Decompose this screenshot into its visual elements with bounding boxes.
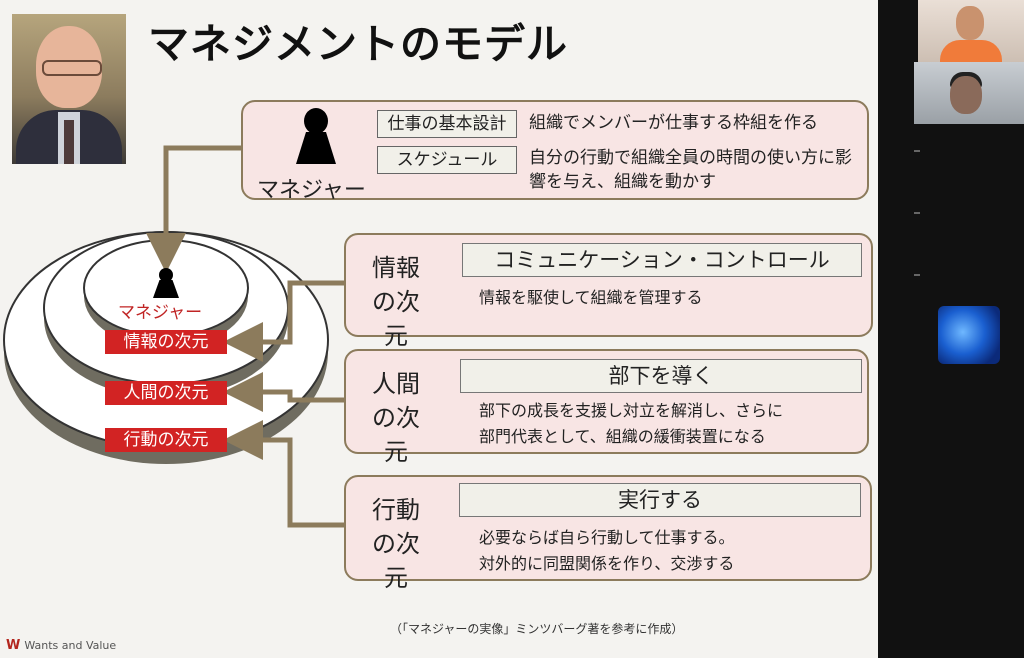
participant-video-2[interactable] (914, 62, 1024, 124)
slide-title: マネジメントのモデル (148, 20, 568, 68)
dimension-header: コミュニケーション・コントロール (462, 243, 862, 277)
dimension-name: 情報の次元 (372, 254, 420, 350)
author-portrait (12, 14, 126, 164)
dimension-box-info: 情報の次元 コミュニケーション・コントロール 情報を駆使して組織を管理する (344, 233, 873, 350)
ring-label-action: 行動の次元 (105, 428, 227, 452)
basic-design-text: 組織でメンバーが仕事する枠組を作る (529, 113, 818, 133)
list-item (914, 274, 920, 276)
ring-label-info: 情報の次元 (105, 330, 227, 354)
presentation-slide: マネジメントのモデル マネジャー 情報の次元 人間の次元 行動の次元 マネジャー… (0, 0, 878, 658)
dimension-box-human: 人間の次元 部下を導く 部下の成長を支援し対立を解消し、さらに 部門代表として、… (344, 349, 869, 466)
dimension-header: 実行する (459, 483, 861, 517)
video-participants-panel (878, 0, 1024, 658)
dimension-desc: 情報を駆使して組織を管理する (479, 288, 703, 307)
source-note: （「マネジャーの実像」ミンツバーグ著を参考に作成） (390, 622, 684, 636)
manager-box: マネジャー 仕事の基本設計 組織でメンバーが仕事する枠組を作る スケジュール 自… (241, 100, 869, 203)
person-icon (296, 108, 336, 164)
participant-avatar[interactable] (938, 306, 1000, 364)
dimension-box-action: 行動の次元 実行する 必要ならば自ら行動して仕事する。 対外的に同盟関係を作り、… (344, 475, 872, 592)
ring-label-human: 人間の次元 (105, 381, 227, 405)
manager-label: マネジャー (257, 178, 366, 203)
dimension-desc: 部下の成長を支援し対立を解消し、さらに 部門代表として、組織の緩衝装置になる (479, 401, 784, 446)
tag-schedule: スケジュール (377, 146, 517, 174)
manager-person-icon (153, 268, 179, 298)
dimension-desc: 必要ならば自ら行動して仕事する。 対外的に同盟関係を作り、交渉する (479, 528, 735, 573)
participant-video-1[interactable] (918, 0, 1024, 62)
ring-center-label: マネジャー (118, 303, 203, 323)
list-item (914, 212, 920, 214)
dimension-name: 人間の次元 (372, 370, 420, 466)
tag-basic-design: 仕事の基本設計 (377, 110, 517, 138)
dimension-name: 行動の次元 (372, 496, 420, 592)
schedule-text: 自分の行動で組織全員の時間の使い方に影響を与え、組織を動かす (529, 148, 852, 192)
dimension-header: 部下を導く (460, 359, 862, 393)
list-item (914, 150, 920, 152)
